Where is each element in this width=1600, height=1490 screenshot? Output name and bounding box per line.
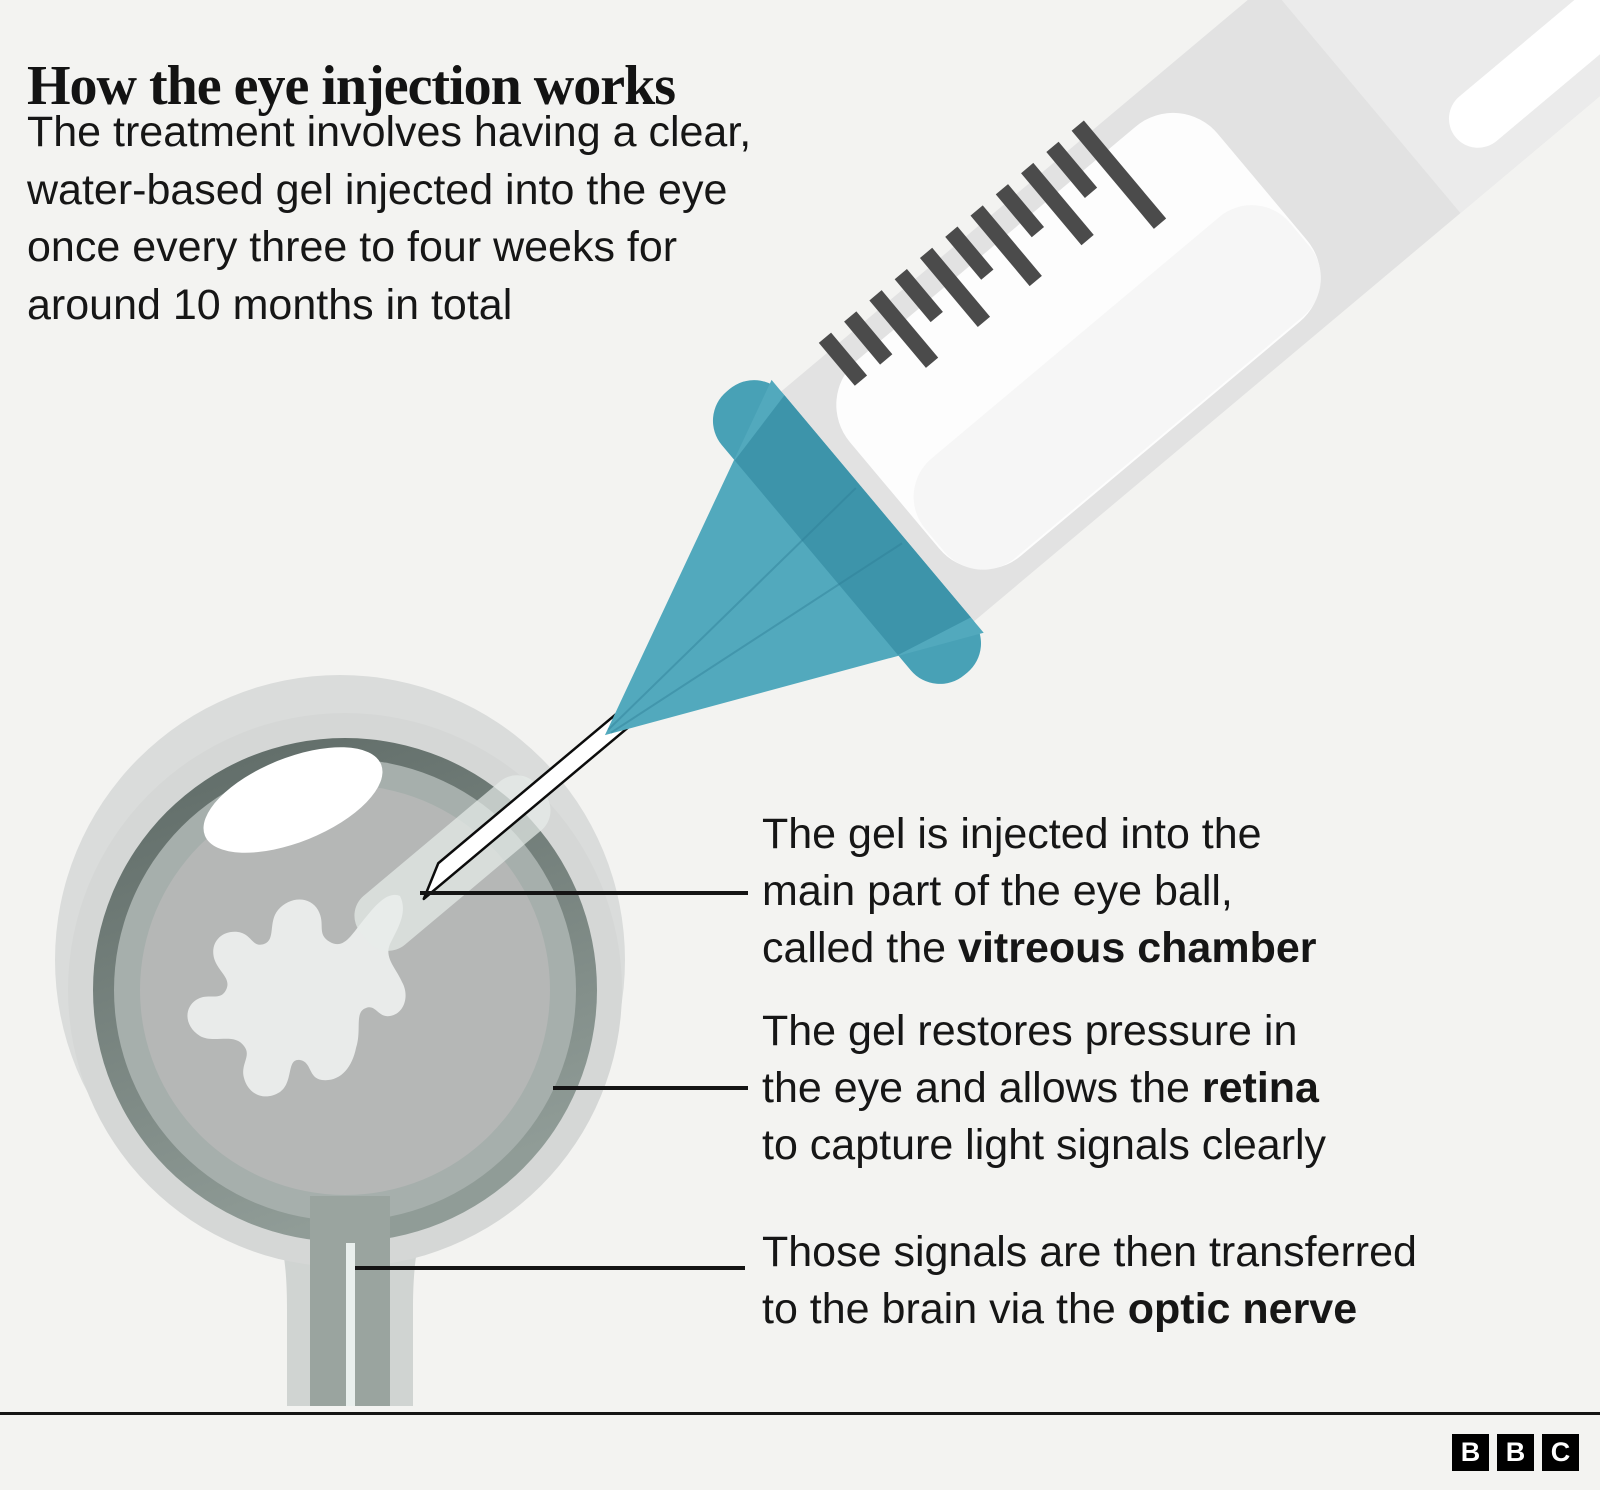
annotation-text: to the brain via the (762, 1285, 1128, 1333)
eye-cross-section-icon (55, 675, 625, 1406)
annotation-line: to capture light signals clearly (762, 1117, 1482, 1174)
gel-splat (187, 894, 406, 1097)
annotation-line: the eye and allows the retina (762, 1060, 1482, 1117)
annotation-text: the eye and allows the (762, 1064, 1202, 1112)
syringe-chamber-shade (913, 205, 1321, 570)
annotation-line: Those signals are then transferred (762, 1224, 1482, 1281)
syringe-scale-ticks (818, 120, 1167, 386)
annotation-line: to the brain via the optic nerve (762, 1281, 1482, 1338)
plunger-highlight (1448, 0, 1600, 148)
annotation-retina: The gel restores pressure in the eye and… (762, 1003, 1482, 1174)
bbc-logo-block-1: B (1452, 1434, 1489, 1471)
annotation-text: to capture light signals clearly (762, 1121, 1327, 1169)
bbc-logo-block-2: B (1497, 1434, 1534, 1471)
footer-divider (0, 1412, 1600, 1415)
page-title: How the eye injection works (27, 54, 676, 117)
annotation-keyword: optic nerve (1127, 1285, 1358, 1333)
annotation-line: called the vitreous chamber (762, 920, 1482, 977)
annotation-keyword: retina (1201, 1064, 1319, 1112)
optic-nerve-fibre (346, 1243, 355, 1406)
annotation-text: Those signals are then transferred (762, 1228, 1417, 1276)
annotation-text: main part of the eye ball, (762, 867, 1233, 915)
intro-text: The treatment involves having a clear, w… (27, 108, 752, 329)
annotation-text: The gel restores pressure in (762, 1007, 1298, 1055)
bbc-logo-block-3: C (1542, 1434, 1579, 1471)
annotation-text: The gel is injected into the (762, 810, 1262, 858)
syringe-icon (354, 0, 1600, 951)
lens (203, 747, 383, 853)
needle-hub-cone-shadow (734, 395, 971, 656)
hub-seam-line (607, 487, 857, 731)
needle-hub-cone (604, 379, 984, 736)
annotation-text: called the (762, 924, 959, 972)
syringe-plunger (1267, 0, 1600, 214)
annotation-optic-nerve: Those signals are then transferred to th… (762, 1224, 1482, 1338)
annotation-line: The gel restores pressure in (762, 1003, 1482, 1060)
annotation-vitreous-chamber: The gel is injected into the main part o… (762, 806, 1482, 977)
hub-seam-line (610, 542, 903, 734)
bbc-logo: B B C (1452, 1434, 1579, 1471)
annotation-line: The gel is injected into the (762, 806, 1482, 863)
annotation-keyword: vitreous chamber (958, 924, 1317, 972)
annotation-line: main part of the eye ball, (762, 863, 1482, 920)
